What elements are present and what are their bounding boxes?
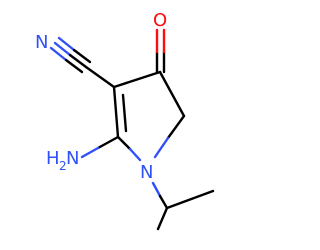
c3-c4-bond <box>112 70 162 89</box>
amine-n-label: N <box>66 148 79 169</box>
ch-methyl-down-bond <box>156 206 169 231</box>
n1-ch-bond <box>158 194 169 210</box>
amine-h-label: H <box>46 148 60 169</box>
nitrile-triple-bond <box>49 36 92 74</box>
c2-amine-bond-n <box>80 146 100 159</box>
c3-c2-bond <box>112 85 120 139</box>
c3-c2-inner-bond <box>121 93 128 133</box>
ring-nitrogen-label: N <box>140 162 153 183</box>
n1-ch-bond-n <box>151 181 162 198</box>
molecule-drawing: N O H 2 N N <box>35 10 215 231</box>
amine-subscript-label: 2 <box>59 159 67 173</box>
c2-amine-bond <box>96 135 120 150</box>
nitrile-nitrogen-label: N <box>35 32 48 53</box>
c5-n1-bond <box>166 114 186 140</box>
c2-n1-bond <box>116 135 132 151</box>
ch-methyl-right-bond <box>165 189 215 210</box>
c4-c5-bond <box>158 70 186 118</box>
c2-n1-bond-n <box>128 147 142 162</box>
nitrile-carbon-bond <box>84 65 116 89</box>
carbonyl-oxygen-label: O <box>153 10 167 31</box>
structure-canvas: N O H 2 N N <box>35 10 215 231</box>
c5-n1-bond-n <box>153 136 170 159</box>
